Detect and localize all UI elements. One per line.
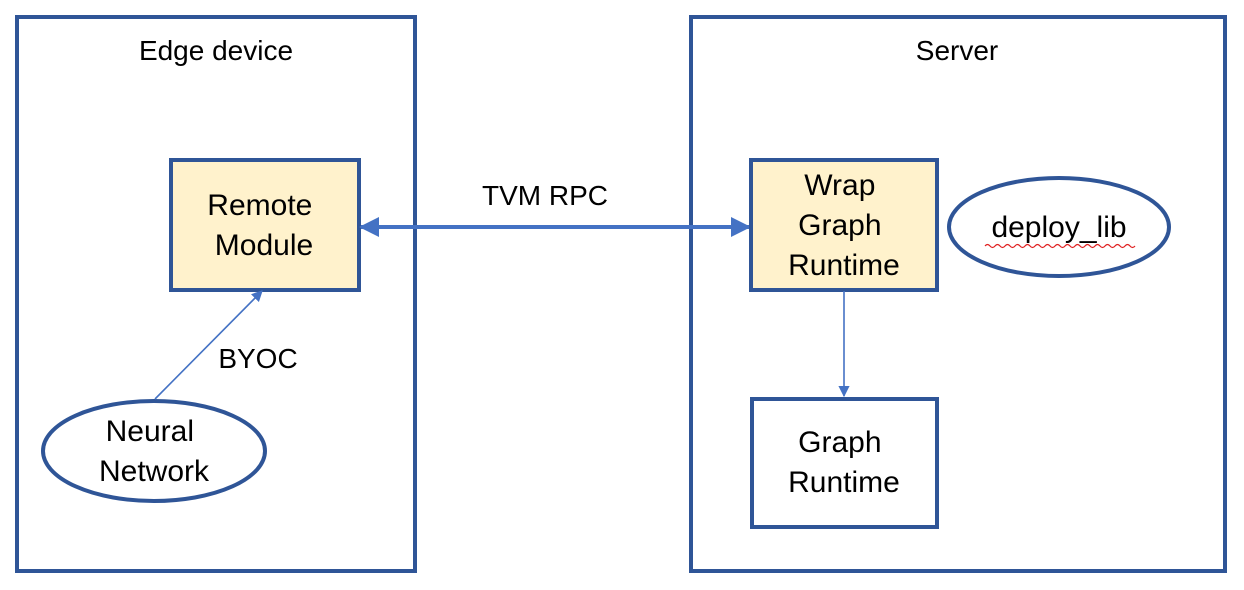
edge-device-title: Edge device bbox=[139, 35, 293, 66]
graph-runtime-line-2: Runtime bbox=[788, 466, 900, 499]
neural-network-label: Neural Network bbox=[99, 415, 210, 488]
graph-runtime-box bbox=[750, 397, 939, 529]
wrap-graph-runtime-line-1: Wrap bbox=[804, 169, 875, 202]
wrap-graph-runtime-box bbox=[749, 158, 939, 292]
neural-network-line-2: Network bbox=[99, 455, 210, 488]
byoc-label: BYOC bbox=[218, 343, 297, 374]
remote-module-line-1: Remote bbox=[207, 189, 312, 222]
neural-network-line-1: Neural bbox=[106, 415, 194, 448]
graph-runtime-line-1: Graph bbox=[798, 426, 881, 459]
neural-network-node bbox=[41, 399, 267, 503]
byoc-arrow bbox=[154, 290, 263, 400]
wrap-graph-runtime-line-3: Runtime bbox=[788, 249, 900, 282]
graph-runtime-label: Graph Runtime bbox=[788, 426, 900, 499]
wrap-graph-runtime-label: Wrap Graph Runtime bbox=[788, 169, 900, 282]
wrap-graph-runtime-line-2: Graph bbox=[798, 209, 881, 242]
server-title: Server bbox=[916, 35, 998, 66]
deploy-lib-label: deploy_lib bbox=[991, 211, 1126, 244]
deploy-lib-node bbox=[947, 176, 1171, 278]
tvm-rpc-label: TVM RPC bbox=[482, 180, 608, 211]
spellcheck-underline bbox=[984, 243, 1136, 249]
remote-module-label: Remote Module bbox=[207, 189, 320, 262]
remote-module-line-2: Module bbox=[215, 229, 313, 262]
remote-module-box bbox=[169, 158, 361, 292]
